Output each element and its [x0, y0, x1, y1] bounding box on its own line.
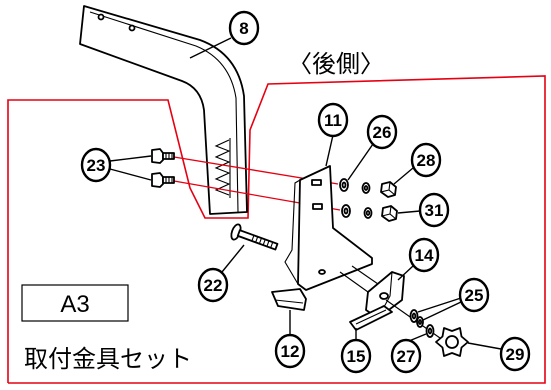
part-23-bolt	[151, 172, 175, 188]
part-label-15: 15	[340, 338, 372, 374]
washer	[361, 182, 371, 194]
view-label: 〈後側〉	[288, 50, 384, 78]
part-label-26: 26	[366, 114, 398, 150]
part-22-bolt	[230, 223, 279, 251]
part-label-12: 12	[274, 333, 306, 369]
part-label-27: 27	[390, 338, 422, 374]
connection-line	[339, 265, 379, 293]
part-number: 8	[239, 19, 248, 38]
part-number: 29	[506, 345, 525, 364]
part-label-29: 29	[499, 336, 531, 372]
part-27-washer	[425, 324, 435, 338]
part-number: 31	[425, 201, 444, 220]
part-25-washer	[416, 316, 424, 328]
part-label-11: 11	[317, 102, 349, 138]
part-8-bracket	[79, 5, 248, 215]
part-number: 22	[204, 276, 223, 295]
part-15-plate	[349, 305, 393, 331]
part-28-nut	[380, 181, 397, 198]
part-number: 15	[347, 347, 366, 366]
part-25-washer	[409, 309, 419, 323]
washer	[363, 207, 373, 219]
part-14-bracket	[365, 271, 405, 319]
part-label-25: 25	[458, 277, 490, 313]
part-label-14: 14	[408, 237, 440, 273]
part-label-31: 31	[418, 192, 450, 228]
part-29-knob	[435, 327, 469, 357]
part-number: 28	[417, 151, 436, 170]
part-12-base	[271, 288, 307, 311]
part-number: 25	[465, 286, 484, 305]
part-label-8: 8	[228, 10, 260, 46]
part-31-nut	[381, 205, 398, 222]
part-11-plate	[284, 165, 373, 291]
set-frame	[7, 75, 546, 384]
part-label-23: 23	[80, 147, 112, 183]
part-number: 11	[324, 111, 342, 130]
set-code: A3	[60, 291, 89, 318]
set-code-box: A3	[21, 284, 129, 322]
part-label-28: 28	[410, 142, 442, 178]
part-number: 14	[415, 246, 434, 265]
part-23-bolt	[151, 148, 175, 164]
set-name: 取付金具セット	[24, 345, 192, 373]
part-number: 27	[397, 347, 416, 366]
part-number: 26	[373, 123, 392, 142]
part-number: 12	[281, 342, 300, 361]
part-number: 23	[87, 156, 106, 175]
part-26-washer	[339, 178, 349, 192]
part-label-22: 22	[197, 267, 229, 303]
washer	[341, 204, 351, 218]
leader-lines	[109, 37, 502, 350]
